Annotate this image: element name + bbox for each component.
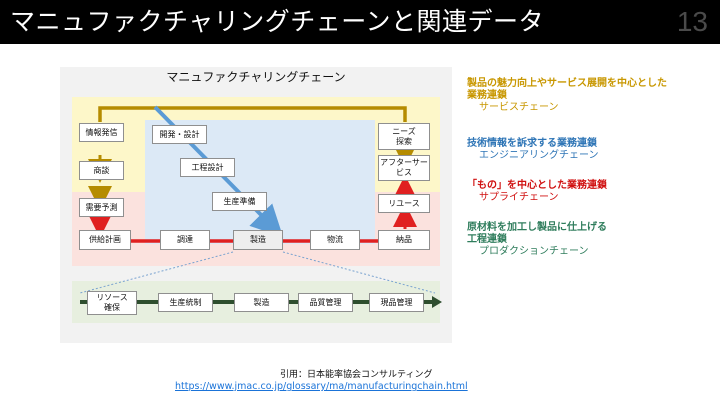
legend-service-chain: 製品の魅力向上やサービス展開を中心とした業務連鎖 サービスチェーン [467,78,707,114]
legend-sub: エンジニアリングチェーン [479,150,599,161]
page-number: 13 [676,6,708,37]
box-reuse: リユース [378,194,430,213]
box-needs: ニーズ 探索 [378,123,430,150]
expansion-line-left [79,251,234,294]
legend-supply-chain: 「もの」を中心とした業務連鎖 サプライチェーン [467,180,707,204]
box-quality: 品質管理 [298,293,353,312]
production-chain-arrowhead [432,296,442,308]
expansion-line-right [282,251,436,294]
legend-head: 「もの」を中心とした業務連鎖 [467,180,607,191]
legend-sub: プロダクションチェーン [479,246,589,257]
slide-title: マニュファクチャリングチェーンと関連データ [10,7,545,36]
title-bar: マニュファクチャリングチェーンと関連データ 13 [0,0,720,44]
box-current-item: 現品管理 [369,293,424,312]
legend-engineering-chain: 技術情報を訴求する業務連鎖 エンジニアリングチェーン [467,138,707,162]
box-manufacturing-2: 製造 [234,293,289,312]
legend-head: 製品の魅力向上やサービス展開を中心とした業務連鎖 [467,78,667,101]
box-delivery: 納品 [378,230,430,250]
citation-link[interactable]: https://www.jmac.co.jp/glossary/ma/manuf… [175,381,468,392]
box-negotiation: 商談 [79,161,124,180]
legend-sub: サプライチェーン [479,192,559,203]
box-demand: 需要予測 [79,198,124,217]
box-resource: リソース 確保 [87,291,137,315]
box-supply-plan: 供給計画 [79,230,131,250]
citation-label: 引用：日本能率協会コンサルティング [280,370,433,380]
box-procurement: 調達 [160,230,210,250]
box-manufacturing: 製造 [233,230,283,250]
box-production-control: 生産統制 [158,293,213,312]
manufacturing-chain-diagram: マニュファクチャリングチェーン [60,67,452,343]
diagram-title: マニュファクチャリングチェーン [166,70,346,84]
box-production-prep: 生産準備 [212,192,267,211]
box-process-design: 工程設計 [180,158,235,177]
box-after-service: アフターサー ビス [378,155,430,181]
legend-head: 原材料を加工し製品に仕上げる工程連鎖 [467,222,607,245]
legend-production-chain: 原材料を加工し製品に仕上げる工程連鎖 プロダクションチェーン [467,222,707,258]
box-info: 情報発信 [79,123,124,142]
service-chain-line [98,106,407,122]
box-dev-design: 開発・設計 [152,125,207,144]
legend-sub: サービスチェーン [479,102,559,113]
box-logistics: 物流 [310,230,360,250]
legend-head: 技術情報を訴求する業務連鎖 [467,138,597,149]
